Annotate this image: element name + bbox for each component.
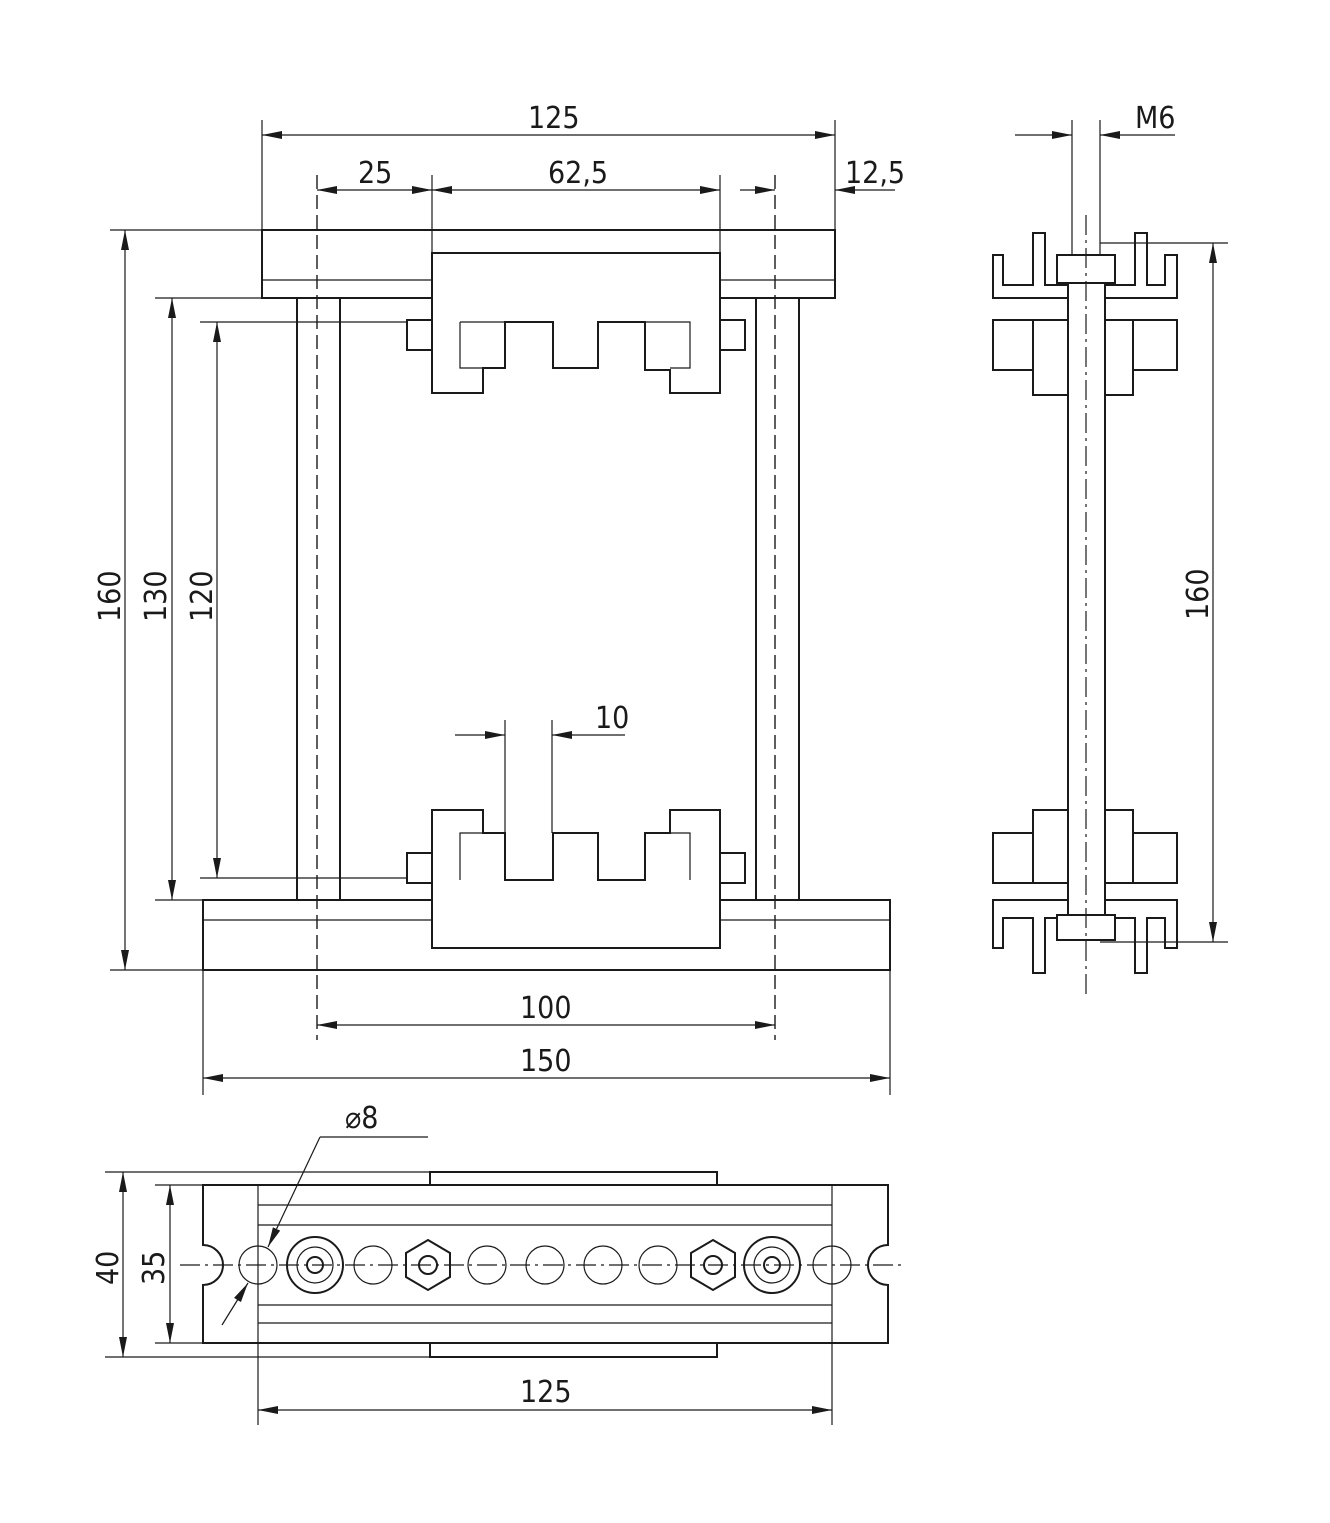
bolt-icons [406,319,746,884]
dim-40: 40 [91,1251,126,1285]
right-post [755,297,800,901]
dim-62-5: 62,5 [548,156,608,191]
dim-m6: M6 [1135,101,1175,136]
dim-25: 25 [358,156,392,191]
top-clamp [431,252,721,394]
left-post [296,297,341,901]
dim-130: 130 [139,570,174,622]
dim-125-bottom: 125 [520,1375,572,1410]
threaded-rod [1067,269,1106,931]
dim-35: 35 [137,1251,172,1285]
dim-120: 120 [185,570,220,622]
dim-160-front: 160 [93,570,128,622]
dim-100: 100 [520,991,572,1026]
bottom-clamp [431,809,721,949]
dim-125-top: 125 [528,101,580,136]
dim-hole-diameter: ⌀8 [345,1101,378,1136]
dim-12-5: 12,5 [845,156,905,191]
plan-view: ⌀8 40 35 125 [91,1101,905,1425]
front-view: 125 25 62,5 12,5 160 130 120 10 100 150 [93,101,905,1095]
side-view: M6 160 [992,101,1228,995]
clamp-tab-bottom [429,1341,718,1358]
top-profile [992,232,1178,299]
clamp-tab-top [429,1171,718,1187]
dim-160-side: 160 [1181,568,1216,620]
bottom-profile [992,899,1178,974]
dim-150: 150 [520,1044,572,1079]
dim-10: 10 [595,701,629,736]
